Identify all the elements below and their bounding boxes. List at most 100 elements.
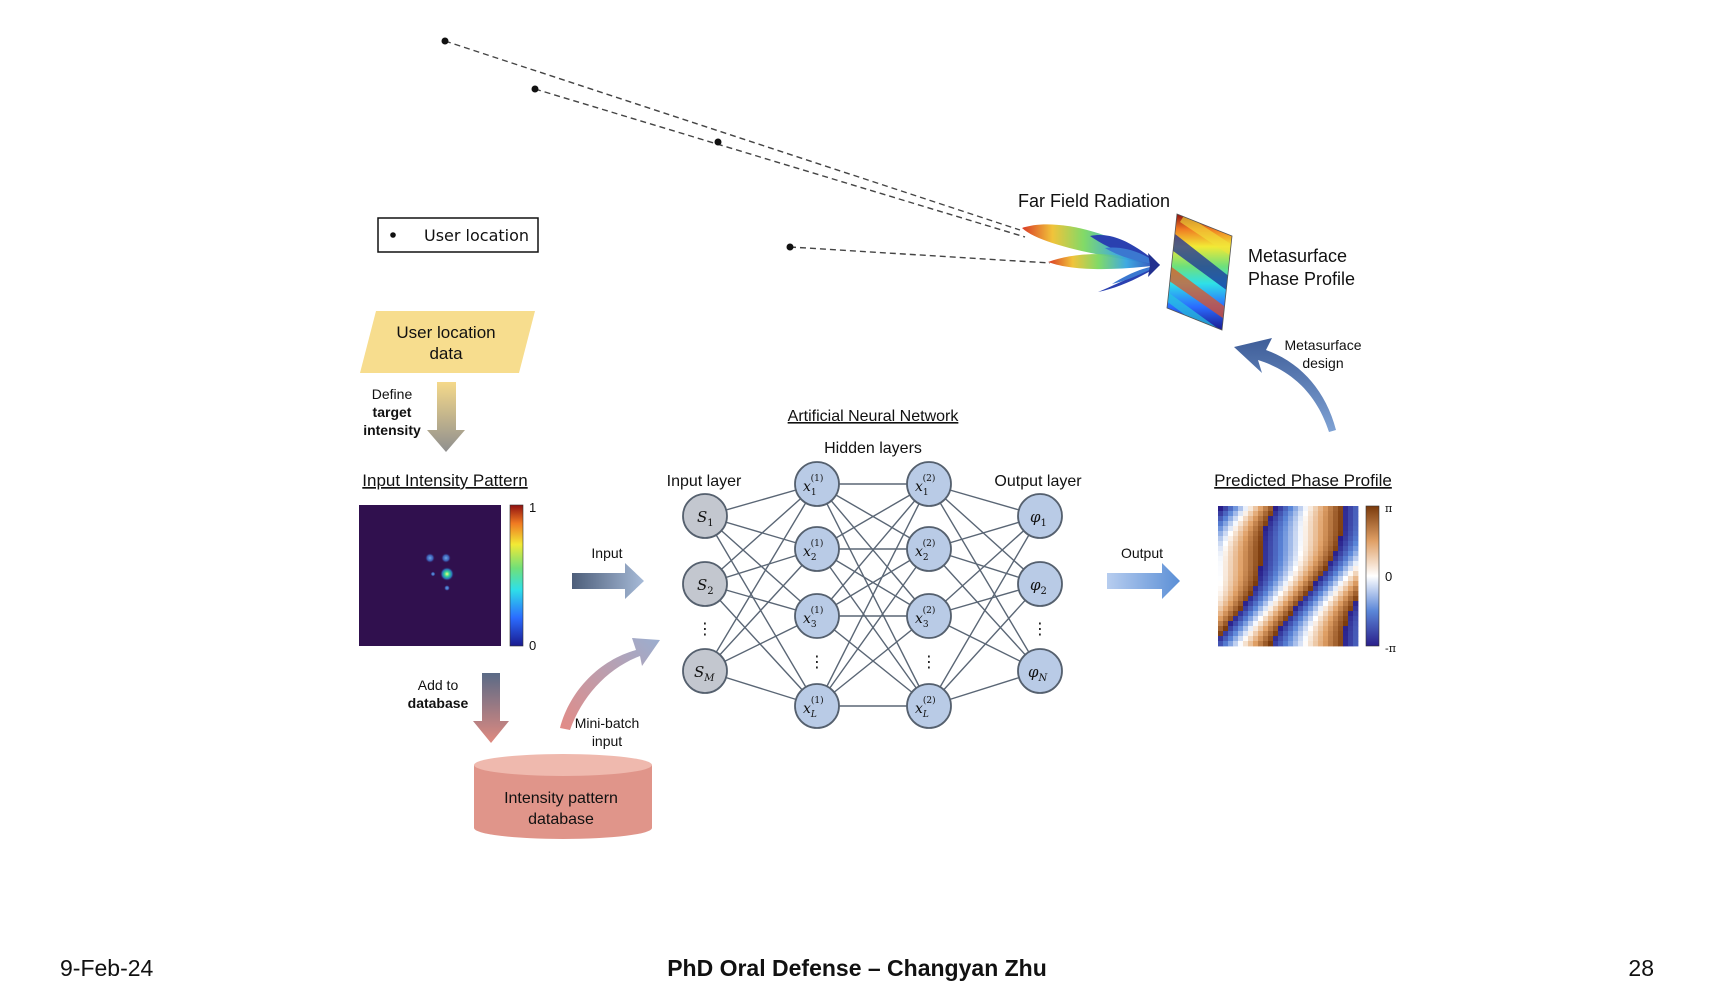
phase-pixel <box>1298 576 1304 582</box>
phase-pixel <box>1353 586 1359 592</box>
define-line2: target <box>373 404 412 420</box>
predicted-phase-map <box>1218 506 1359 647</box>
phase-pixel <box>1308 541 1314 547</box>
phase-pixel <box>1298 546 1304 552</box>
phase-pixel <box>1243 571 1249 577</box>
phase-pixel <box>1278 521 1284 527</box>
phase-pixel <box>1258 556 1264 562</box>
phase-pixel <box>1243 616 1249 622</box>
phase-pixel <box>1258 526 1264 532</box>
phase-pixel <box>1248 556 1254 562</box>
phase-pixel <box>1233 626 1239 632</box>
phase-pixel <box>1288 556 1294 562</box>
phase-pixel <box>1303 576 1309 582</box>
ellipsis-output: ⋮ <box>1032 619 1048 638</box>
phase-pixel <box>1293 601 1299 607</box>
phase-pixel <box>1353 546 1359 552</box>
ann-edge <box>816 548 930 707</box>
phase-pixel <box>1243 611 1249 617</box>
phase-pixel <box>1248 531 1254 537</box>
phase-pixel <box>1218 516 1224 522</box>
phase-pixel <box>1233 611 1239 617</box>
phase-pixel <box>1263 546 1269 552</box>
phase-pixel <box>1218 641 1224 647</box>
ann-title: Artificial Neural Network <box>788 408 960 425</box>
phase-pixel <box>1308 636 1314 642</box>
phase-pixel <box>1253 541 1259 547</box>
phase-pixel <box>1318 596 1324 602</box>
user-points <box>441 37 794 251</box>
phase-pixel <box>1353 596 1359 602</box>
phase-pixel <box>1218 566 1224 572</box>
phase-pixel <box>1223 606 1229 612</box>
phase-pixel <box>1298 641 1304 647</box>
phase-pixel <box>1273 511 1279 517</box>
phase-pixel <box>1288 606 1294 612</box>
phase-pixel <box>1233 556 1239 562</box>
phase-pixel <box>1223 521 1229 527</box>
phase-pixel <box>1318 531 1324 537</box>
phase-pixel <box>1328 521 1334 527</box>
phase-pixel <box>1243 606 1249 612</box>
phase-pixel <box>1288 601 1294 607</box>
phase-pixel <box>1328 591 1334 597</box>
phase-pixel <box>1303 596 1309 602</box>
phase-pixel <box>1338 526 1344 532</box>
phase-pixel <box>1228 641 1234 647</box>
phase-pixel <box>1308 506 1314 512</box>
phase-pixel <box>1258 571 1264 577</box>
phase-pixel <box>1328 641 1334 647</box>
phase-pixel <box>1323 636 1329 642</box>
phase-pixel <box>1298 596 1304 602</box>
metasurface-design-line1: Metasurface <box>1284 337 1361 353</box>
phase-pixel <box>1283 636 1289 642</box>
phase-pixel <box>1233 531 1239 537</box>
phase-pixel <box>1318 546 1324 552</box>
phase-pixel <box>1283 516 1289 522</box>
phase-pixel <box>1273 596 1279 602</box>
phase-pixel <box>1263 586 1269 592</box>
phase-pixel <box>1328 516 1334 522</box>
phase-pixel <box>1318 516 1324 522</box>
phase-pixel <box>1278 641 1284 647</box>
phase-pixel <box>1233 621 1239 627</box>
phase-pixel <box>1273 611 1279 617</box>
phase-pixel <box>1273 526 1279 532</box>
phase-pixel <box>1243 516 1249 522</box>
phase-pixel <box>1278 531 1284 537</box>
phase-pixel <box>1328 541 1334 547</box>
phase-pixel <box>1348 616 1354 622</box>
phase-pixel <box>1283 641 1289 647</box>
database-line2: database <box>528 811 594 828</box>
phase-pixel <box>1338 641 1344 647</box>
phase-pixel <box>1243 631 1249 637</box>
phase-pixel <box>1233 546 1239 552</box>
phase-pixel <box>1328 636 1334 642</box>
phase-pixel <box>1258 566 1264 572</box>
phase-pixel <box>1218 636 1224 642</box>
phase-pixel <box>1303 611 1309 617</box>
phase-pixel <box>1338 586 1344 592</box>
phase-pixel <box>1273 631 1279 637</box>
phase-pixel <box>1333 586 1339 592</box>
phase-pixel <box>1238 536 1244 542</box>
phase-pixel <box>1303 626 1309 632</box>
phase-pixel <box>1228 596 1234 602</box>
phase-pixel <box>1343 546 1349 552</box>
phase-pixel <box>1278 541 1284 547</box>
phase-pixel <box>1263 596 1269 602</box>
phase-pixel <box>1248 546 1254 552</box>
phase-pixel <box>1328 611 1334 617</box>
phase-pixel <box>1318 511 1324 517</box>
phase-pixel <box>1253 566 1259 572</box>
phase-pixel <box>1258 586 1264 592</box>
phase-pixel <box>1253 576 1259 582</box>
output-arrow <box>1107 563 1180 599</box>
phase-pixel <box>1288 506 1294 512</box>
phase-pixel <box>1263 591 1269 597</box>
phase-pixel <box>1283 511 1289 517</box>
phase-pixel <box>1248 586 1254 592</box>
ray-1 <box>444 40 1021 231</box>
phase-pixel <box>1313 616 1319 622</box>
phase-pixel <box>1333 506 1339 512</box>
